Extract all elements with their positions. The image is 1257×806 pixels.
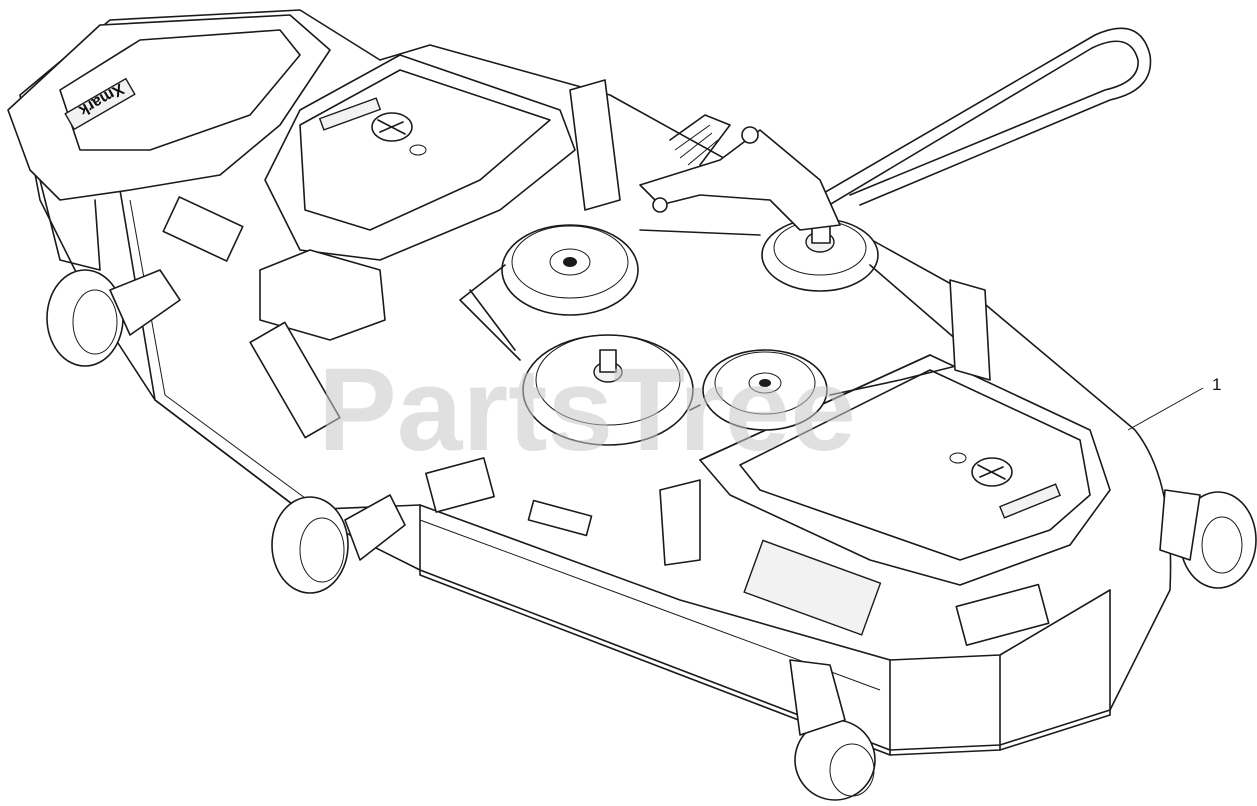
callout-1: 1: [1127, 375, 1221, 431]
model-decal: [249, 321, 341, 439]
idler-pulley: [761, 214, 879, 292]
pulley-center: [522, 334, 694, 446]
left-spindle-cover: [264, 54, 576, 261]
pulley-right-front: [702, 349, 828, 431]
deck-belt: [459, 229, 981, 411]
warning-decal-left: [162, 196, 244, 262]
watermark-text: PartsTree: [318, 344, 856, 476]
caster-wheel-front-center: [789, 659, 876, 801]
deck-grille: [743, 539, 882, 636]
warning-decal-center: [425, 457, 495, 513]
caster-wheel-front-right: [1159, 489, 1257, 589]
left-rear-cover: Xmark: [7, 14, 331, 271]
baffle-brackets: [259, 79, 991, 566]
decals: [162, 196, 1050, 646]
callout-label: 1: [1212, 375, 1221, 394]
warning-decal-right: [955, 583, 1050, 646]
logo-plate: [64, 77, 136, 131]
drive-belt: [639, 27, 1152, 313]
idler-arm: [639, 114, 841, 231]
pulley-left: [501, 224, 639, 316]
caster-wheel-front-left: [271, 494, 406, 594]
caster-wheel-rear-left: [46, 269, 181, 367]
warning-decal-front: [527, 499, 593, 537]
